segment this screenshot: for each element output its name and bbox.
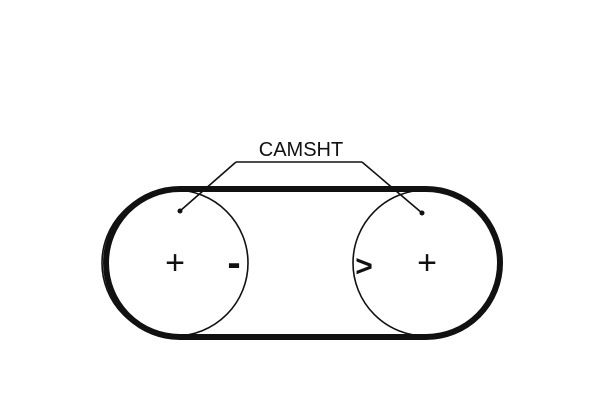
right-pulley-center-mark: +: [417, 244, 437, 282]
camshaft-label: CAMSHT: [259, 139, 343, 161]
callout-dot-right: [419, 210, 425, 216]
timing-belt: [103, 186, 503, 340]
left-pulley: + -: [101, 189, 249, 337]
left-pulley-side-mark: -: [227, 241, 240, 285]
right-pulley-side-mark: >: [355, 250, 373, 283]
left-pulley-center-mark: +: [165, 244, 185, 282]
callout-dot-left: [177, 208, 183, 214]
